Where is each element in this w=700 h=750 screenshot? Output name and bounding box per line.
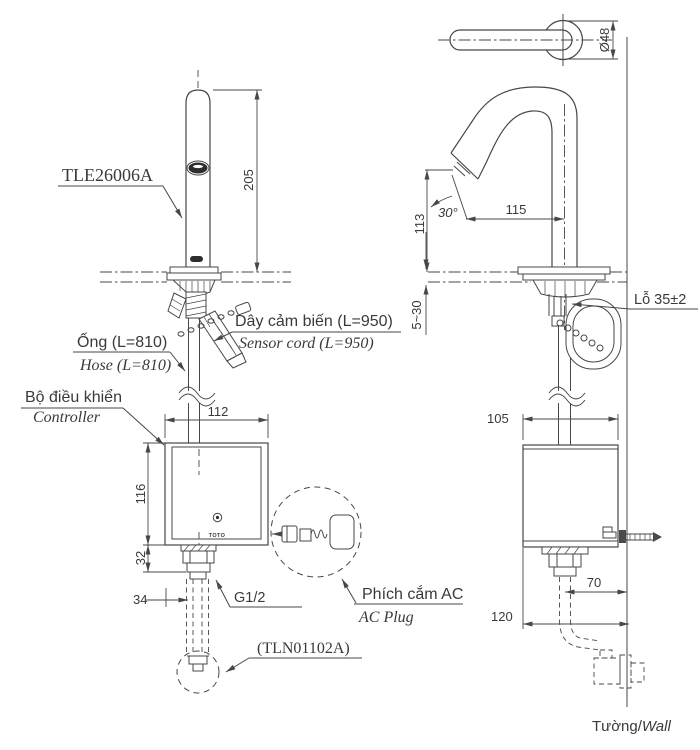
hose-label-vi: Ống (L=810): [77, 331, 167, 351]
dim-30deg: 30°: [438, 205, 458, 220]
counter-lines: [100, 271, 291, 283]
dim-120: 120: [491, 609, 513, 624]
supply-pipe-side: [559, 577, 645, 689]
controller-front: TOTO: [164, 442, 269, 546]
controller-label-en: Controller: [33, 409, 101, 426]
ac-plug-detail: [270, 486, 362, 578]
outlet-fitting-front: [180, 544, 217, 580]
ac-plug-label-vi: Phích cắm AC: [362, 584, 463, 603]
ac-plug-label: Phích cắm AC AC Plug: [341, 578, 463, 626]
cord-connector-beads: [177, 301, 252, 337]
dim-controller-height: 116 32: [133, 442, 186, 573]
dim-base-diameter: Ø48: [566, 20, 618, 60]
dim-5-30: 5~30: [409, 300, 424, 329]
sensor-cord-label-vi: Dây cảm biến (L=950): [235, 313, 393, 330]
hose: [178, 318, 216, 443]
wall-label: Tường/Wall: [592, 718, 671, 735]
sensor-window-icon: [186, 160, 210, 176]
dim-spout-reach: 115: [466, 202, 564, 222]
top-view: Ø48: [438, 14, 618, 66]
dim-supply-to-wall: 70: [565, 575, 627, 595]
dim-112: 112: [208, 404, 229, 419]
hole-label: Lỗ 35±2: [571, 291, 698, 310]
controller-label: Bộ điều khiển Controller: [21, 388, 165, 446]
hose-break-side: [548, 386, 586, 445]
controller-side: [522, 444, 662, 548]
mount-screw-icon: [619, 530, 662, 543]
valve-code-text: (TLN01102A): [257, 640, 350, 657]
thread-size-text: G1/2: [234, 590, 265, 606]
dim-116: 116: [133, 484, 148, 505]
dim-105: 105: [487, 411, 509, 426]
dim-spout-height: 205: [213, 89, 262, 272]
hole-label-text: Lỗ 35±2: [634, 291, 686, 308]
dim-controller-width: 112: [164, 404, 269, 438]
outlet-fitting-side: [541, 546, 589, 577]
sensor-cord-label: Dây cảm biến (L=950) Sensor cord (L=950): [213, 313, 401, 352]
connector-icon: [281, 525, 298, 543]
product-code-text: TLE26006A: [62, 165, 153, 185]
supply-pipes: [186, 579, 209, 652]
dim-controller-depth: 105: [487, 411, 619, 440]
cord-loop: [556, 298, 622, 370]
led-indicator: [212, 512, 223, 523]
dim-205: 205: [241, 169, 256, 191]
dim-deck-thickness: 5~30: [409, 232, 429, 335]
valve-code-label: (TLN01102A): [225, 640, 362, 673]
wall-valve-icon: [593, 649, 645, 689]
hose-label: Ống (L=810) Hose (L=810): [73, 331, 186, 374]
thread-size-label: G1/2: [215, 579, 302, 608]
dim-32: 32: [133, 551, 148, 565]
faucet-body: [185, 89, 211, 270]
dim-115: 115: [506, 202, 527, 217]
product-code-label: TLE26006A: [58, 165, 183, 219]
dim-spout-angle: 30°: [430, 174, 468, 220]
base-mark: [190, 256, 203, 262]
counter-lines-side: [428, 271, 627, 283]
dim-outlet-height: 113: [412, 169, 453, 272]
base-flange: [166, 266, 222, 295]
plug-body-icon: [329, 514, 355, 550]
mounting-shank: [167, 291, 207, 319]
cord-coil-icon: [310, 529, 328, 539]
brand-logo: TOTO: [209, 533, 226, 539]
dim-34: 34: [133, 592, 147, 607]
controller-label-vi: Bộ điều khiển: [25, 388, 122, 406]
dim-70: 70: [587, 575, 601, 590]
hose-label-en: Hose (L=810): [79, 357, 171, 374]
dim-113: 113: [412, 214, 427, 235]
front-view: 205 TLE26006A: [21, 70, 463, 694]
supply-valve-detail: [176, 650, 220, 694]
ac-plug-label-en: AC Plug: [358, 609, 414, 626]
dim-d48: Ø48: [597, 28, 612, 53]
side-view: Ø48 113 30° 115: [409, 14, 698, 735]
sensor-cord-label-en: Sensor cord (L=950): [239, 335, 374, 352]
dim-supply-offset: 34: [133, 588, 188, 607]
dim-controller-to-wall: 120: [491, 548, 629, 629]
